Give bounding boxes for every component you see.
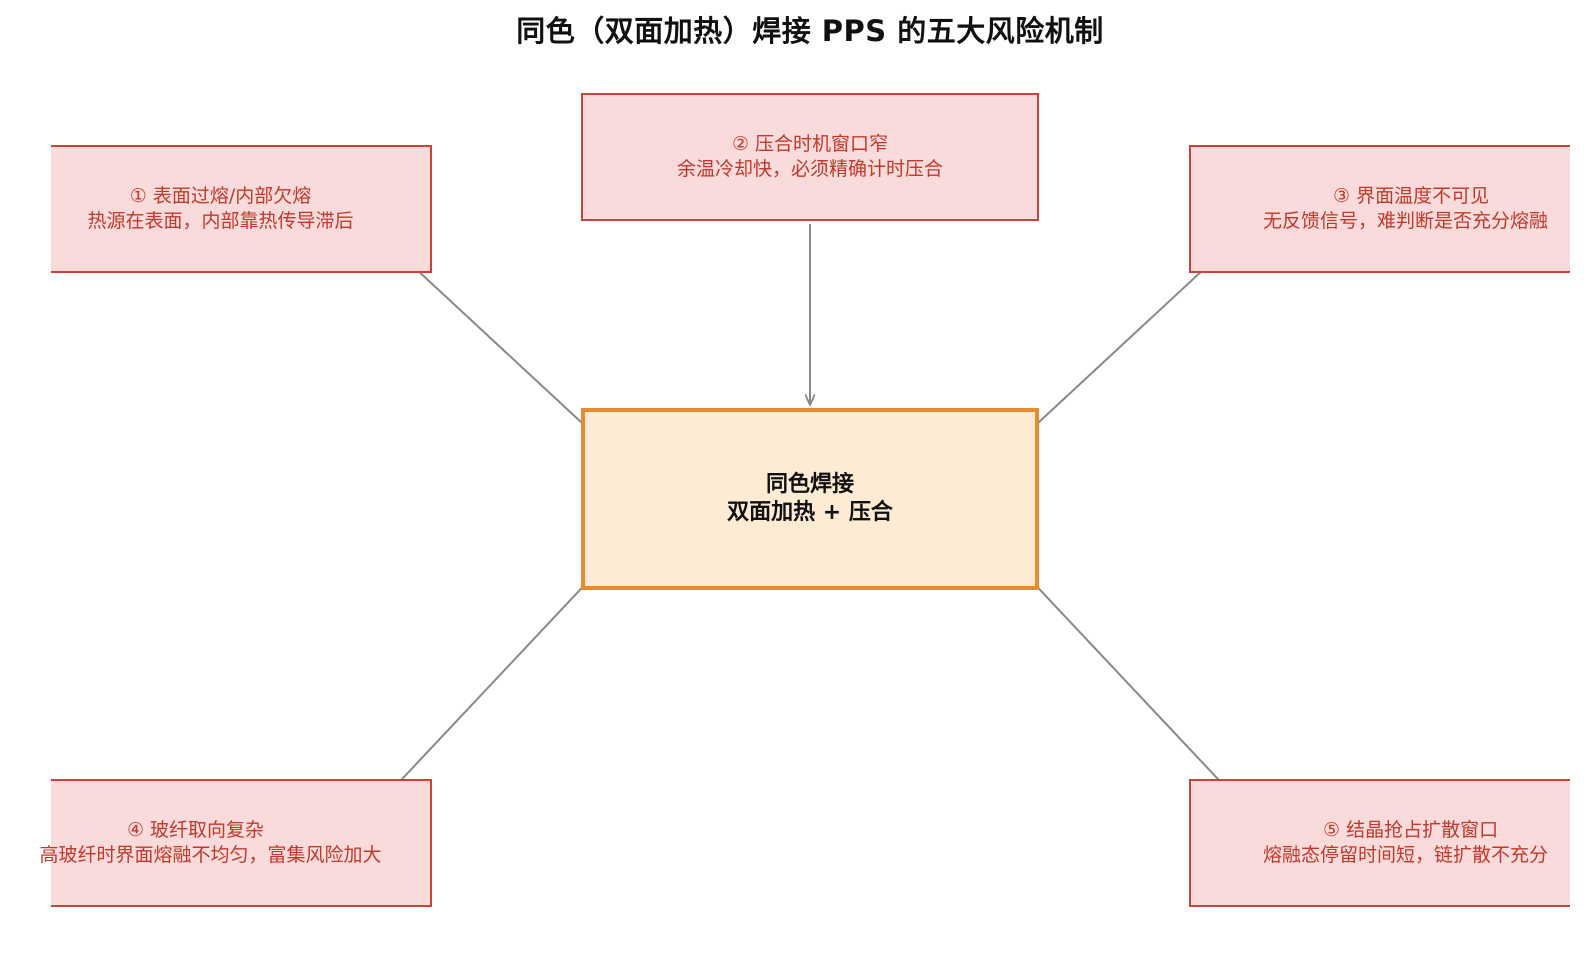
risk-4-heading: ④ 玻纤取向复杂 <box>126 819 265 841</box>
arrow-risk-5 <box>1011 559 1233 795</box>
risk-5-detail: 熔融态停留时间短，链扩散不充分 <box>1263 844 1549 866</box>
risk-box-5: ⑤ 结晶抢占扩散窗口 熔融态停留时间短，链扩散不充分 <box>1189 779 1570 907</box>
risk-2-detail: 余温冷却快，必须精确计时压合 <box>676 158 943 180</box>
risk-2-heading: ② 压合时机窗口窄 <box>731 133 889 155</box>
risk-box-3: ③ 界面温度不可见 无反馈信号，难判断是否充分熔融 <box>1189 145 1570 273</box>
arrow-risk-1 <box>387 242 609 448</box>
risk-4-detail: 高玻纤时界面熔融不均匀，富集风险加大 <box>39 844 382 866</box>
diagram-title: 同色（双面加热）焊接 PPS 的五大风险机制 <box>516 14 1104 48</box>
risk-3-heading: ③ 界面温度不可见 <box>1333 185 1490 207</box>
risk-box-2: ② 压合时机窗口窄 余温冷却快，必须精确计时压合 <box>581 93 1039 221</box>
center-line-1: 同色焊接 <box>765 472 854 497</box>
risk-box-4: ④ 玻纤取向复杂 高玻纤时界面熔融不均匀，富集风险加大 <box>40 779 432 907</box>
center-box: 同色焊接 双面加热 + 压合 <box>581 408 1039 590</box>
arrow-risk-4 <box>387 559 609 795</box>
risk-5-heading: ⑤ 结晶抢占扩散窗口 <box>1323 819 1499 841</box>
center-line-2: 双面加热 + 压合 <box>727 500 893 525</box>
risk-1-detail: 热源在表面，内部靠热传导滞后 <box>87 210 354 232</box>
arrow-risk-3 <box>1011 242 1233 448</box>
risk-box-1: ① 表面过熔/内部欠熔 热源在表面，内部靠热传导滞后 <box>51 145 432 273</box>
risk-3-detail: 无反馈信号，难判断是否充分熔融 <box>1263 210 1549 232</box>
risk-1-heading: ① 表面过熔/内部欠熔 <box>129 185 312 207</box>
